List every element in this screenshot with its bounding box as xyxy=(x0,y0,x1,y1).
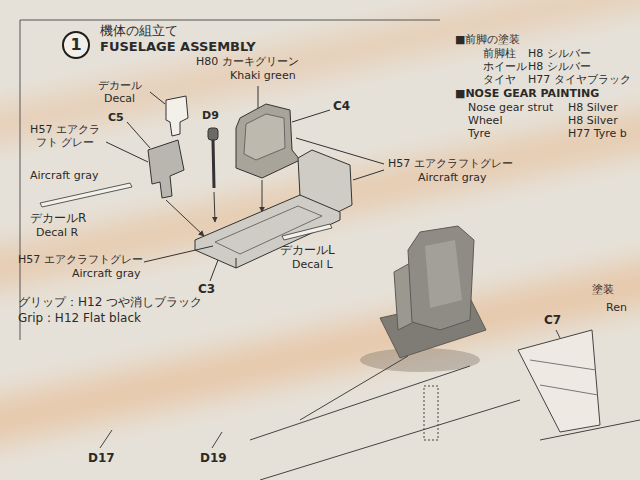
frame-line xyxy=(20,20,440,21)
leader-line xyxy=(353,170,384,180)
table-cell: H77 タイヤブラック xyxy=(528,74,631,87)
table-cell: ホイール xyxy=(483,61,527,74)
c4-cushion xyxy=(244,114,285,160)
table-cell: タイヤ xyxy=(483,74,516,87)
step-number-circle: 1 xyxy=(62,31,90,59)
part-number: C3 xyxy=(198,283,215,297)
section-heading: 塗装 xyxy=(592,284,614,297)
decal-label: Decal R xyxy=(36,227,78,240)
table-cell: H8 Silver xyxy=(568,102,618,115)
decal-part xyxy=(166,96,188,136)
paint-note: Grip : H12 Flat black xyxy=(18,312,141,326)
decal-label: Decal xyxy=(104,93,135,106)
table-cell: H77 Tyre b xyxy=(568,128,627,141)
assembly-arrow xyxy=(214,192,215,222)
leader-line xyxy=(556,330,560,338)
part-number: D17 xyxy=(88,452,115,466)
paint-callout: Aircraft gray xyxy=(418,172,486,185)
frame-line xyxy=(20,20,21,340)
light-band xyxy=(0,0,640,162)
leader-line xyxy=(100,430,112,448)
table-cell: Wheel xyxy=(468,115,502,128)
part-number: C7 xyxy=(544,314,561,328)
leader-line xyxy=(258,86,259,108)
wing-line xyxy=(260,400,520,480)
table-cell: 前脚柱 xyxy=(483,48,516,61)
model-cushion xyxy=(425,240,462,308)
assembly-arrow xyxy=(166,200,204,236)
assembly-arrow xyxy=(262,180,263,212)
leader-line xyxy=(296,138,384,164)
paint-callout: Khaki green xyxy=(230,70,296,83)
decal-label: デカールR xyxy=(30,212,86,226)
table-heading: ■前脚の塗装 xyxy=(455,34,520,47)
tail-rib xyxy=(540,385,598,395)
leader-line xyxy=(144,246,213,262)
table-heading: ■NOSE GEAR PAINTING xyxy=(455,88,599,101)
decal-label: デカール xyxy=(98,80,142,93)
leader-line xyxy=(150,92,165,104)
part-number: C5 xyxy=(108,112,124,125)
c3-tray xyxy=(195,195,340,268)
c4-seat xyxy=(236,104,300,178)
leader-line xyxy=(106,142,148,162)
wing-line xyxy=(540,420,640,440)
part-number: C4 xyxy=(333,100,350,114)
step-number: 1 xyxy=(70,37,81,53)
paint-callout: H80 カーキグリーン xyxy=(196,56,299,69)
paint-callout: Aircraft gray xyxy=(72,268,140,281)
outline-line xyxy=(300,356,408,420)
dotted-panel xyxy=(424,386,438,440)
tray-edge xyxy=(236,258,237,268)
decal-label: デカールL xyxy=(280,244,335,258)
decal-strip xyxy=(282,224,332,240)
paint-callout: H57 エアクラフトグレー xyxy=(388,158,513,171)
leader-line xyxy=(292,110,330,122)
table-cell: Tyre xyxy=(468,128,491,141)
light-band xyxy=(0,231,640,462)
section-title: FUSELAGE ASSEMBLY xyxy=(100,40,256,55)
tail-rib xyxy=(530,360,596,370)
decal-label: Decal L xyxy=(292,259,333,272)
d9-grip xyxy=(208,128,218,140)
table-cell: H8 シルバー xyxy=(528,48,591,61)
table-cell: Nose gear strut xyxy=(468,102,553,115)
part-number: D9 xyxy=(202,110,219,123)
c5-part xyxy=(148,140,184,198)
paint-note: グリップ：H12 つや消しブラック xyxy=(18,296,202,310)
decal-strip xyxy=(40,183,132,207)
leader-line xyxy=(212,432,222,448)
model-seat xyxy=(408,226,474,330)
heading-jp: 機体の組立て xyxy=(100,24,178,39)
leader-line xyxy=(127,122,150,148)
d9-stick xyxy=(213,140,214,188)
wing-line xyxy=(250,366,470,440)
paint-callout: H57 エアクラフトグレー xyxy=(18,254,143,267)
section-heading: Ren xyxy=(606,302,627,315)
part-number: D19 xyxy=(200,452,227,466)
paint-callout: H57 エアクラフト グレー xyxy=(26,124,104,149)
leader-line xyxy=(210,260,218,281)
paint-callout: Aircraft gray xyxy=(30,170,98,183)
table-cell: H8 Silver xyxy=(568,115,618,128)
c7-tail xyxy=(518,330,600,432)
table-cell: H8 シルバー xyxy=(528,61,591,74)
